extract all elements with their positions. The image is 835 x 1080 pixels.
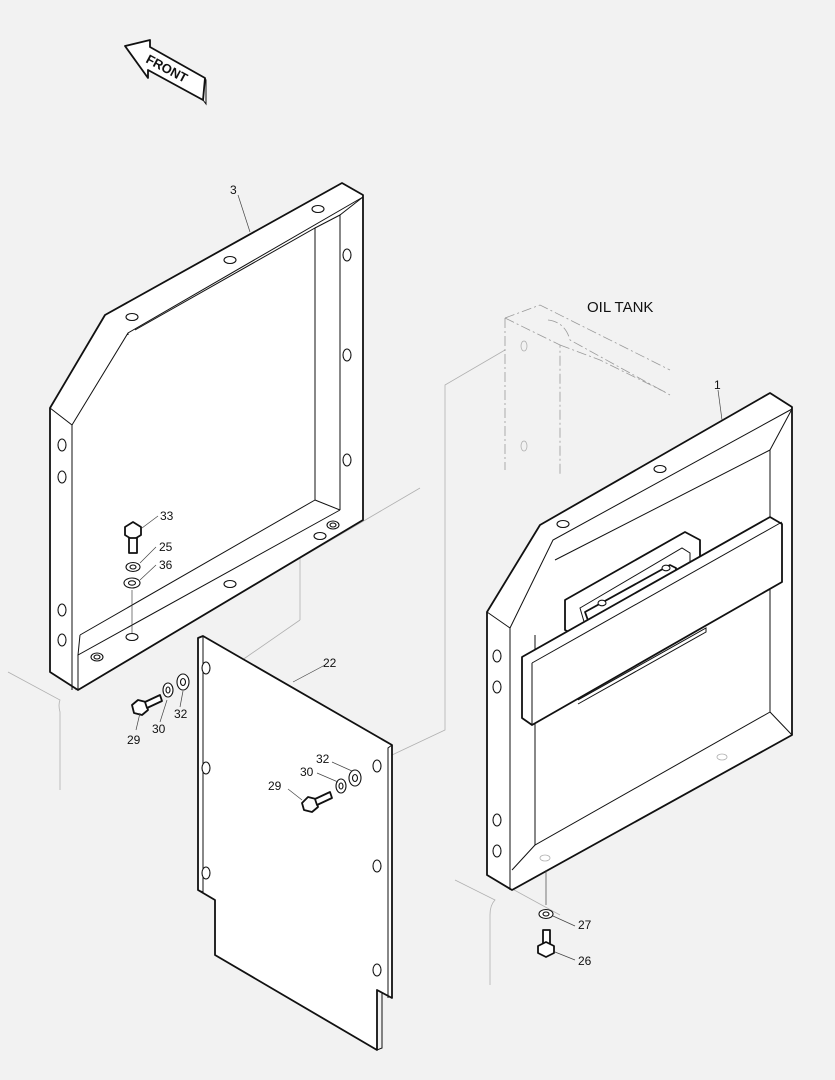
washer-30-left <box>162 682 174 698</box>
washer-27 <box>538 908 554 920</box>
washer-36 <box>123 577 141 589</box>
bolt-26 <box>537 929 555 958</box>
callout-36: 36 <box>159 558 173 572</box>
callout-26: 26 <box>578 954 592 968</box>
bolt-33 <box>124 521 142 554</box>
callout-30-left: 30 <box>152 722 166 736</box>
bolt-29-left <box>131 694 163 716</box>
oil-tank-ghost: OIL TANK <box>504 299 671 475</box>
callout-labels: 3 1 22 33 25 36 29 30 32 32 30 29 27 26 <box>127 183 721 968</box>
callout-32-right: 32 <box>316 752 330 766</box>
cover-plate-part-22 <box>197 635 393 1051</box>
callout-29-left: 29 <box>127 733 141 747</box>
callout-25: 25 <box>159 540 173 554</box>
frame-part-1 <box>486 392 793 891</box>
washer-25 <box>125 561 141 573</box>
bolt-29-right <box>301 791 333 813</box>
washer-32-left <box>176 673 190 691</box>
callout-27: 27 <box>578 918 592 932</box>
leader-lines <box>135 194 723 961</box>
callout-30-right: 30 <box>300 765 314 779</box>
front-direction-arrow: FRONT <box>124 39 207 106</box>
callout-3: 3 <box>230 183 237 197</box>
callout-29-right: 29 <box>268 779 282 793</box>
washer-30-right <box>335 778 347 794</box>
callout-32-left: 32 <box>174 707 188 721</box>
callout-1: 1 <box>714 378 721 392</box>
frame-part-3 <box>49 182 364 691</box>
callout-33: 33 <box>160 509 174 523</box>
callout-22: 22 <box>323 656 337 670</box>
oil-tank-label: OIL TANK <box>587 299 653 316</box>
washer-32-right <box>348 769 362 787</box>
